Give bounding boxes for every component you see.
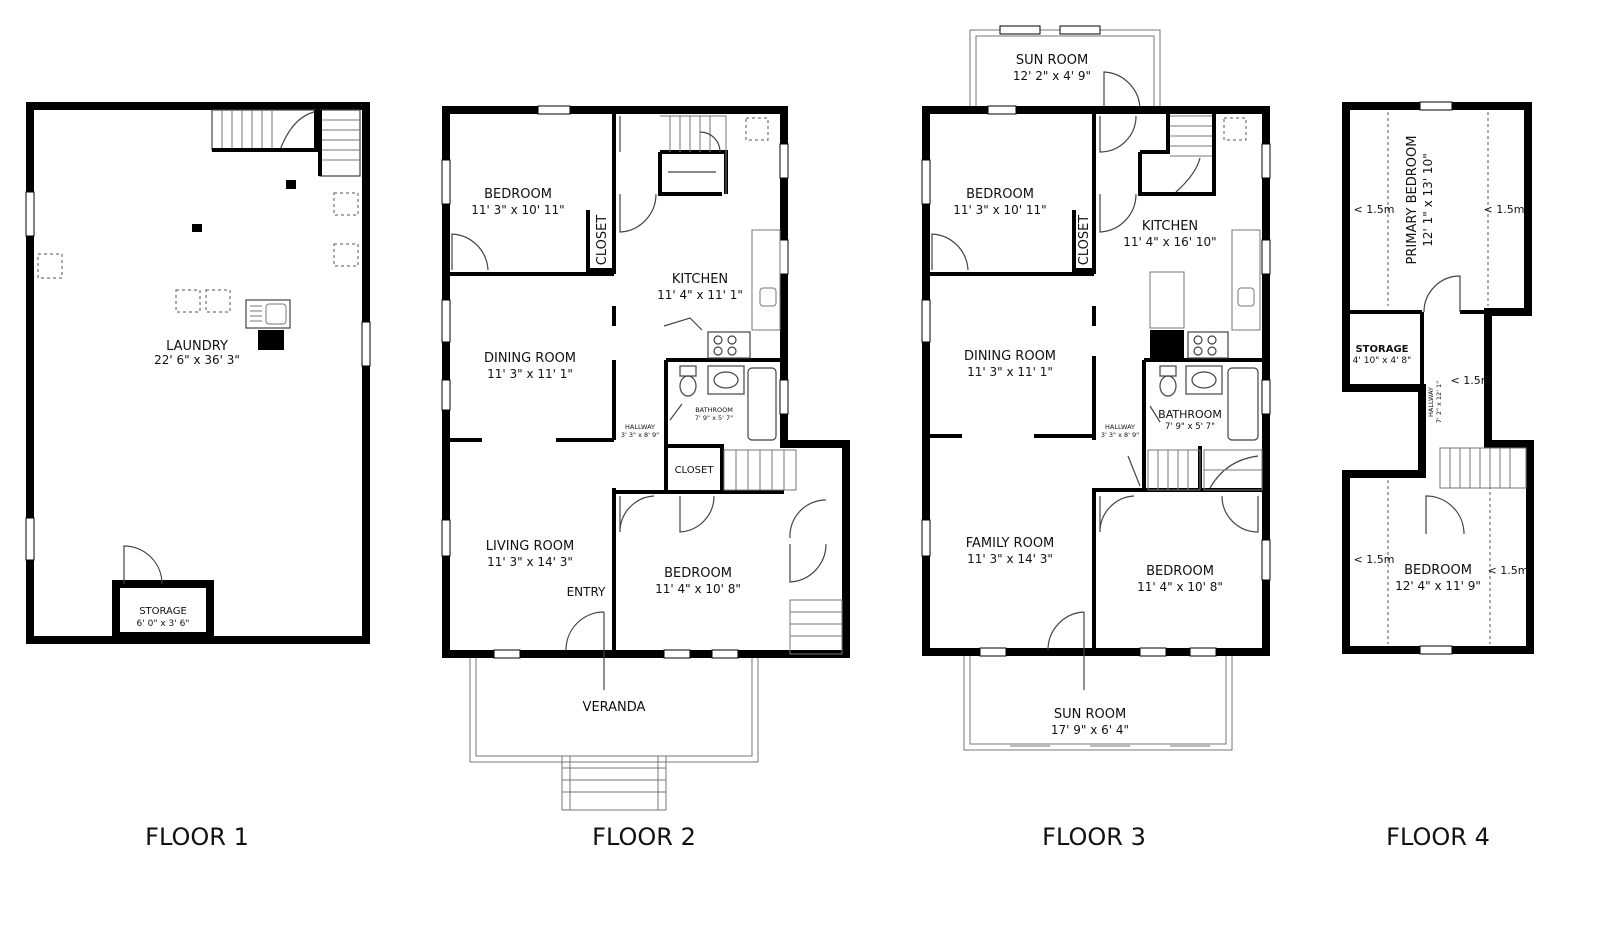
floor-3: SUN ROOM 12' 2" x 4' 9" BEDROOM 11' 3" x… (921, 25, 1271, 851)
room-name: DINING ROOM (484, 351, 576, 366)
bathtub-icon (1227, 367, 1259, 441)
room-name: CLOSET (595, 215, 610, 266)
stairs-icon (318, 109, 361, 177)
stairs-icon (660, 115, 727, 194)
ceiling-height-mark: < 1.5m (1354, 203, 1395, 216)
room-dimensions: 11' 3" x 14' 3" (487, 555, 573, 569)
sink-icon (245, 299, 291, 329)
floor-label: FLOOR 4 (1386, 823, 1490, 851)
room-dimensions: 3' 3" x 8' 9" (621, 431, 659, 439)
stove-icon (707, 331, 751, 359)
ceiling-height-mark: < 1.5m (1354, 553, 1395, 566)
room-dimensions: 11' 3" x 11' 1" (967, 365, 1053, 379)
room-name: SUN ROOM (1016, 53, 1088, 68)
room-dimensions: 11' 4" x 10' 8" (655, 582, 741, 596)
toilet-icon (1159, 365, 1177, 397)
room-name: CLOSET (675, 465, 715, 476)
ceiling-height-mark: < 1.5m (1451, 374, 1492, 387)
room-dimensions: 3' 3" x 8' 9" (1101, 431, 1139, 439)
room-name: LIVING ROOM (486, 539, 574, 554)
room-dimensions: 11' 4" x 10' 8" (1137, 580, 1223, 594)
stairs-icon (561, 755, 667, 811)
room-name: PRIMARY BEDROOM (1405, 136, 1420, 265)
room-name: SUN ROOM (1054, 707, 1126, 722)
room-name: BEDROOM (966, 187, 1034, 202)
room-dimensions: 11' 3" x 10' 11" (471, 203, 564, 217)
stairs-icon (211, 109, 318, 152)
ceiling-height-mark: < 1.5m (1488, 564, 1529, 577)
stairs-icon (789, 599, 843, 655)
room-dimensions: 22' 6" x 36' 3" (154, 353, 240, 367)
room-name: BATHROOM (695, 406, 733, 414)
room-name: FAMILY ROOM (966, 536, 1055, 551)
room-dimensions: 11' 4" x 16' 10" (1123, 235, 1216, 249)
room-dimensions: 11' 3" x 10' 11" (953, 203, 1046, 217)
room-dimensions: 7' 2" x 12' 1" (1435, 381, 1443, 423)
sink-icon (1185, 365, 1223, 395)
floor-1: LAUNDRY 22' 6" x 36' 3" STORAGE 6' 0" x … (25, 102, 371, 851)
toilet-icon (679, 365, 697, 397)
floor-label: FLOOR 3 (1042, 823, 1146, 851)
room-name: BEDROOM (1146, 564, 1214, 579)
room-name: ENTRY (567, 585, 606, 599)
room-name: DINING ROOM (964, 349, 1056, 364)
room-dimensions: 12' 1" x 13' 10" (1421, 153, 1435, 246)
floor-label: FLOOR 2 (592, 823, 696, 851)
room-dimensions: 11' 3" x 11' 1" (487, 367, 573, 381)
room-dimensions: 6' 0" x 3' 6" (137, 619, 190, 629)
stairs-icon (1170, 115, 1212, 193)
room-name: BEDROOM (484, 187, 552, 202)
room-dimensions: 17' 9" x 6' 4" (1051, 723, 1129, 737)
room-name: STORAGE (1355, 344, 1408, 355)
bathtub-icon (747, 367, 777, 441)
room-name: BATHROOM (1158, 408, 1222, 421)
stairs-icon (1439, 447, 1527, 489)
ceiling-height-mark: < 1.5m (1484, 203, 1525, 216)
room-dimensions: 7' 9" x 5' 7" (1165, 422, 1215, 432)
room-name: HALLWAY (1427, 387, 1435, 417)
room-name: KITCHEN (672, 272, 728, 287)
room-name: LAUNDRY (166, 339, 228, 354)
stairs-icon (1203, 449, 1263, 491)
floor-2: BEDROOM 11' 3" x 10' 11" CLOSET KITCHEN … (441, 105, 850, 851)
floor-4: PRIMARY BEDROOM 12' 1" x 13' 10" STORAGE… (1342, 101, 1534, 851)
room-name: BEDROOM (664, 566, 732, 581)
room-dimensions: 11' 4" x 11' 1" (657, 288, 743, 302)
room-name: HALLWAY (1105, 423, 1135, 431)
stove-icon (1187, 331, 1229, 359)
floor-label: FLOOR 1 (145, 823, 249, 851)
room-dimensions: 12' 2" x 4' 9" (1013, 69, 1091, 83)
room-dimensions: 12' 4" x 11' 9" (1395, 579, 1481, 593)
room-dimensions: 4' 10" x 4' 8" (1353, 356, 1412, 366)
room-name: BEDROOM (1404, 563, 1472, 578)
sink-icon (707, 365, 745, 395)
room-dimensions: 7' 9" x 5' 7" (695, 414, 733, 422)
room-dimensions: 11' 3" x 14' 3" (967, 552, 1053, 566)
stairs-icon (1147, 449, 1201, 491)
room-name: VERANDA (583, 700, 646, 715)
room-name: HALLWAY (625, 423, 655, 431)
room-name: STORAGE (139, 606, 187, 617)
room-name: KITCHEN (1142, 219, 1198, 234)
stairs-icon (723, 449, 797, 491)
room-name: CLOSET (1077, 215, 1092, 266)
